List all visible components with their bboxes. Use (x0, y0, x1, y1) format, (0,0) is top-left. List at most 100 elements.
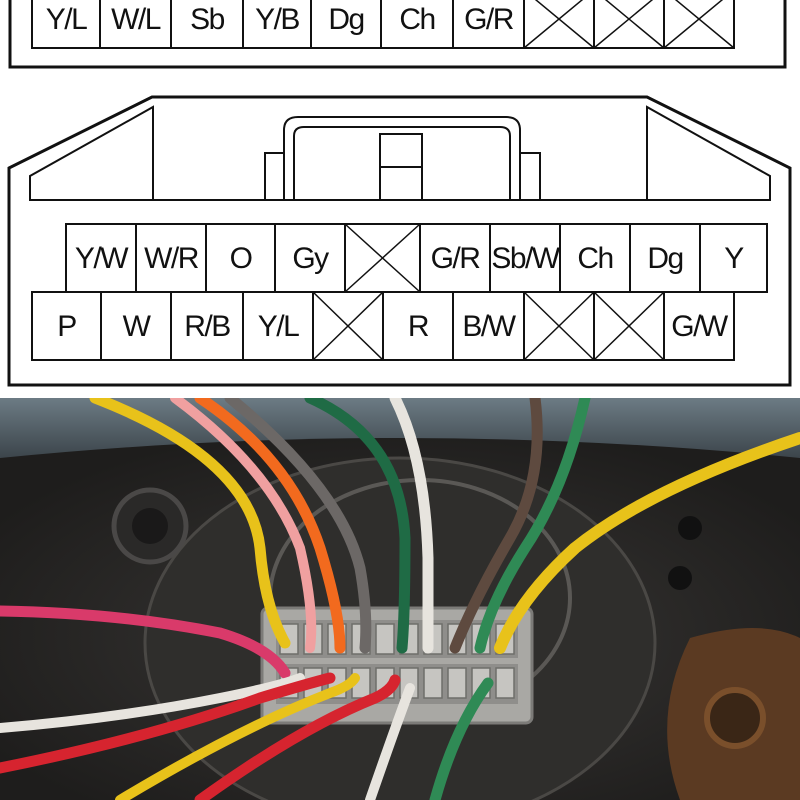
unused-pin-cross (312, 291, 384, 361)
connector-pin-slot (423, 667, 443, 699)
pin-wire-color-label: W/L (111, 3, 161, 36)
pin-wire-color-label: Gy (292, 242, 329, 275)
rusty-bolt (704, 687, 766, 749)
connector-pin-slot (375, 623, 395, 655)
pin-wire-color-label: P (57, 310, 76, 343)
pin-wire-color-label: R (408, 310, 429, 343)
upper-connector-housing (8, 0, 787, 69)
pin-cell: P (31, 291, 102, 361)
unused-pin-cross (344, 223, 421, 293)
pin-cell-unused (663, 0, 735, 49)
housing-right-shoulder (646, 105, 771, 201)
pin-cell-unused (593, 291, 665, 361)
pin-cell-box (382, 291, 454, 361)
pin-cell: O (205, 223, 276, 293)
pin-cell-box (593, 0, 665, 49)
pin-wire-color-label: Sb (190, 3, 225, 36)
wire-yellow-lower (115, 673, 360, 800)
latch-inner (293, 126, 511, 200)
pin-cell: Sb (170, 0, 244, 49)
housing-left-shoulder (29, 105, 154, 201)
lower-connector-pin-row-2: P W R/B Y/L R B/W G/W (31, 291, 735, 361)
pin-cell-box (419, 223, 491, 293)
pin-cell-unused (523, 291, 595, 361)
pin-cell-box (629, 223, 701, 293)
connector-wiring-photo (0, 398, 800, 800)
pin-cell-box (31, 291, 102, 361)
pin-cell: R/B (170, 291, 244, 361)
wire-dark-green (304, 398, 411, 654)
wire-brown (449, 398, 543, 654)
pin-cell-box (523, 0, 595, 49)
housing-inner-right-step (519, 152, 647, 201)
latch-outer (283, 116, 521, 200)
pin-cell: W/L (99, 0, 172, 49)
pin-cell-box (663, 0, 735, 49)
pin-cell: W (100, 291, 172, 361)
pin-cell: G/W (663, 291, 735, 361)
pin-cell: Y/L (31, 0, 101, 49)
pin-cell: Y/B (242, 0, 312, 49)
screw-hole-right-2 (668, 566, 692, 590)
upper-connector-pin-row: Y/L W/L Sb Y/B Dg Ch G/R (31, 0, 735, 49)
pin-cell: W/R (135, 223, 207, 293)
unused-pin-cross (523, 291, 595, 361)
connector-pin-slot (495, 667, 515, 699)
wire-green-upper (474, 398, 591, 654)
pin-wire-color-label: Dg (647, 242, 682, 275)
pin-wire-color-label: Y/L (258, 310, 299, 343)
pin-cell: Y/L (242, 291, 314, 361)
pin-cell-box (310, 0, 382, 49)
pin-cell: Dg (310, 0, 382, 49)
pin-cell-unused (312, 291, 384, 361)
pin-cell-box (452, 0, 525, 49)
housing-inner-left-step (153, 152, 285, 201)
pin-cell: G/R (452, 0, 525, 49)
pin-cell: Gy (274, 223, 346, 293)
lower-connector-housing (7, 95, 792, 387)
wire-white-left (0, 673, 305, 733)
pin-wire-color-label: Ch (577, 242, 612, 275)
pin-cell: Y (699, 223, 768, 293)
upper-connector: Y/L W/L Sb Y/B Dg Ch G/R (8, 0, 787, 69)
unused-pin-cross (593, 291, 665, 361)
pin-wire-color-label: Ch (399, 3, 434, 36)
pin-wire-color-label: Sb/W (491, 242, 561, 275)
pin-cell-box (663, 291, 735, 361)
pin-cell-unused (523, 0, 595, 49)
pin-cell-unused (593, 0, 665, 49)
pin-cell-box (274, 223, 346, 293)
wire-green-lower (429, 677, 494, 800)
wire-orange (194, 398, 346, 654)
pin-cell: G/R (419, 223, 491, 293)
pin-wire-color-label: Y/B (255, 3, 299, 36)
pin-wire-color-label: Dg (328, 3, 363, 36)
pin-cell-box (699, 223, 768, 293)
unused-pin-cross (523, 0, 584, 49)
pin-wire-color-label: G/R (464, 3, 514, 36)
photo-illustration (0, 398, 800, 800)
wire-magenta (0, 605, 291, 679)
pin-cell-box (242, 291, 314, 361)
pin-wire-color-label: W (123, 310, 152, 343)
connector-pin-slot (447, 667, 467, 699)
pin-wire-color-label: R/B (184, 310, 230, 343)
pin-cell-box (559, 223, 631, 293)
wire-bundle (0, 398, 800, 800)
pin-wire-color-label: Y/W (75, 242, 129, 275)
mounting-hole-left-inner (132, 508, 168, 544)
pin-cell: Ch (559, 223, 631, 293)
pin-wire-color-label: G/R (431, 242, 481, 275)
pin-cell-unused (344, 223, 421, 293)
pin-wire-color-label: W/R (144, 242, 199, 275)
wire-red-lower (194, 674, 401, 800)
pin-wire-color-label: G/W (671, 310, 729, 343)
pin-cell: Dg (629, 223, 701, 293)
wire-red-left (0, 672, 336, 774)
pin-cell: B/W (452, 291, 525, 361)
wire-white-lower (365, 683, 415, 800)
pin-cell-box (452, 291, 525, 361)
pin-wire-color-label: Y/L (46, 3, 87, 36)
